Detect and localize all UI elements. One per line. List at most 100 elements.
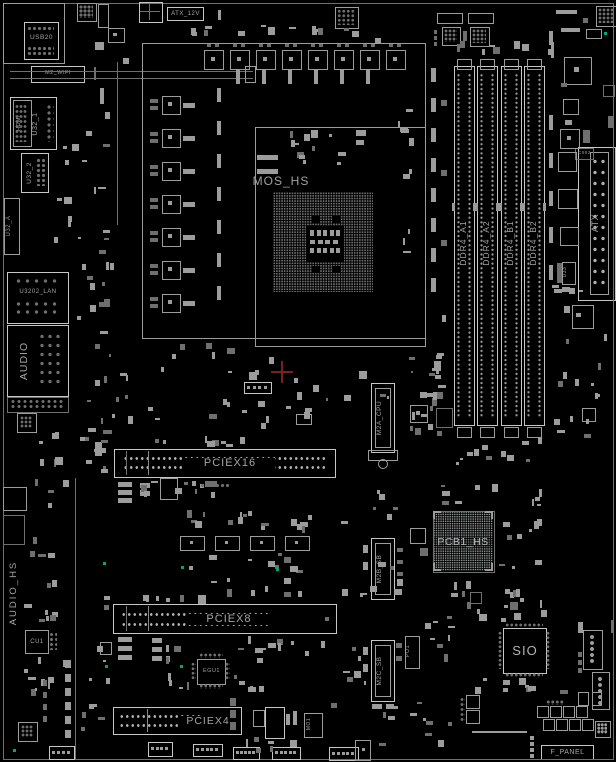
u32-2-port[interactable]: U32_2	[21, 153, 49, 193]
smd-passive	[23, 603, 32, 609]
pcb-part	[150, 238, 158, 242]
smd-passive	[378, 494, 386, 501]
cu1-chip[interactable]: CU1	[25, 630, 49, 654]
smd-passive	[492, 47, 501, 55]
usb20-header[interactable]: USB20	[24, 22, 59, 60]
pcb-part	[183, 103, 195, 108]
pcb-part	[150, 264, 158, 268]
smd-passive	[500, 451, 506, 458]
smd-passive	[403, 250, 411, 254]
smd-passive	[460, 457, 463, 460]
cpu-socket[interactable]	[273, 192, 373, 292]
smd-passive	[456, 44, 460, 53]
pcb-part	[560, 227, 579, 246]
smd-passive	[288, 26, 297, 30]
smd-passive	[435, 374, 441, 379]
pcie-x8-slot[interactable]: PCIEX8	[113, 604, 337, 634]
smd-passive	[82, 160, 88, 163]
pcb-part	[397, 572, 403, 576]
mo1-chip[interactable]	[304, 713, 323, 738]
u33-chip[interactable]	[562, 262, 576, 285]
m2-slot-m2c-sb[interactable]: M2C_SB	[371, 640, 395, 702]
smd-passive	[94, 449, 103, 457]
pcb-part	[67, 750, 70, 754]
smd-passive	[86, 275, 93, 280]
smd-passive	[204, 25, 212, 29]
pu1-chip[interactable]	[405, 636, 420, 669]
pcb-part	[165, 747, 168, 750]
smd-passive	[278, 552, 282, 556]
pin-header	[329, 747, 359, 761]
smd-passive	[422, 717, 426, 721]
dimm-latch-bottom[interactable]	[457, 427, 472, 438]
dimm-latch-bottom[interactable]	[504, 427, 519, 438]
smd-passive	[409, 713, 417, 716]
pcb-part	[255, 127, 426, 347]
pcb-part	[470, 27, 490, 47]
chipset-bga[interactable]: PCB1_HS	[433, 511, 493, 571]
pcb-part	[491, 511, 493, 519]
dimm-slot-ddr4-b2[interactable]: DDR4_B2	[522, 59, 546, 438]
smd-passive	[284, 578, 292, 584]
smd-passive	[500, 618, 506, 623]
pcb-part	[336, 230, 340, 236]
pcb-part	[7, 397, 69, 413]
dimm-latch-top[interactable]	[480, 59, 495, 70]
pcb-part	[225, 541, 228, 544]
pcb-part	[258, 385, 262, 389]
sio-label: SIO	[512, 643, 538, 658]
smd-passive	[286, 406, 292, 410]
smd-passive	[165, 597, 170, 602]
hdmi-port[interactable]	[13, 100, 32, 147]
pcb-part	[150, 99, 158, 103]
smd-passive	[451, 593, 459, 598]
smd-passive	[531, 499, 535, 506]
dimm-slot-ddr4-a2[interactable]: DDR4_A2	[475, 59, 499, 438]
dimm-latch-bottom[interactable]	[527, 427, 542, 438]
smd-passive	[267, 643, 276, 649]
dimm-slot-ddr4-a1[interactable]: DDR4_A1	[452, 59, 476, 438]
pcie-x16-slot[interactable]: PCIEX16	[114, 449, 336, 478]
pcb-part	[367, 57, 371, 61]
pcb-part	[564, 57, 592, 85]
pcie-x16-label: PCIEX16	[185, 458, 275, 469]
dimm-latch-top[interactable]	[457, 59, 472, 70]
m2-wifi-slot[interactable]: M2_WIFI	[31, 66, 85, 83]
pcb-part	[550, 706, 562, 718]
pcb-part	[578, 622, 583, 633]
dimm-latch-top[interactable]	[504, 59, 519, 70]
dimm-slot-ddr4-b1[interactable]: DDR4_B1	[499, 59, 523, 438]
smd-passive	[90, 282, 96, 290]
pcb-part	[563, 706, 575, 718]
dimm-latch-bottom[interactable]	[480, 427, 495, 438]
pcie-x4-slot[interactable]: PCIEX4	[113, 707, 242, 735]
pcb-part	[341, 57, 345, 61]
pcb-part	[168, 201, 172, 205]
smd-passive	[569, 288, 576, 295]
smd-passive	[522, 44, 529, 51]
smd-passive	[304, 411, 310, 419]
pcb-part	[596, 6, 616, 27]
atx-12v-connector[interactable]: ATX_12V	[167, 7, 204, 21]
m2-slot-m2a-cpu[interactable]: M2A_CPU	[371, 383, 395, 453]
u32-1-port[interactable]: HDMI U32_1	[10, 97, 57, 150]
smd-passive	[140, 490, 143, 496]
pcb-part	[160, 747, 164, 750]
pcb-part	[567, 136, 571, 140]
pcb-part	[152, 656, 162, 661]
smd-passive	[68, 218, 71, 227]
smd-passive	[535, 560, 542, 566]
pcb-part	[410, 528, 426, 544]
pcb-part	[319, 44, 323, 47]
pcb-part	[198, 595, 206, 604]
smd-passive	[479, 614, 487, 622]
audio-block[interactable]: AUDIO	[7, 325, 69, 397]
pin-dots	[444, 29, 457, 42]
dimm-latch-top[interactable]	[527, 59, 542, 70]
pcb-part	[317, 240, 323, 244]
pcb-part	[543, 719, 555, 731]
lan-chip[interactable]: U3202_LAN	[7, 272, 69, 324]
pcb-part	[150, 106, 158, 110]
pcb-part	[351, 751, 354, 755]
pcb-part	[288, 70, 292, 84]
